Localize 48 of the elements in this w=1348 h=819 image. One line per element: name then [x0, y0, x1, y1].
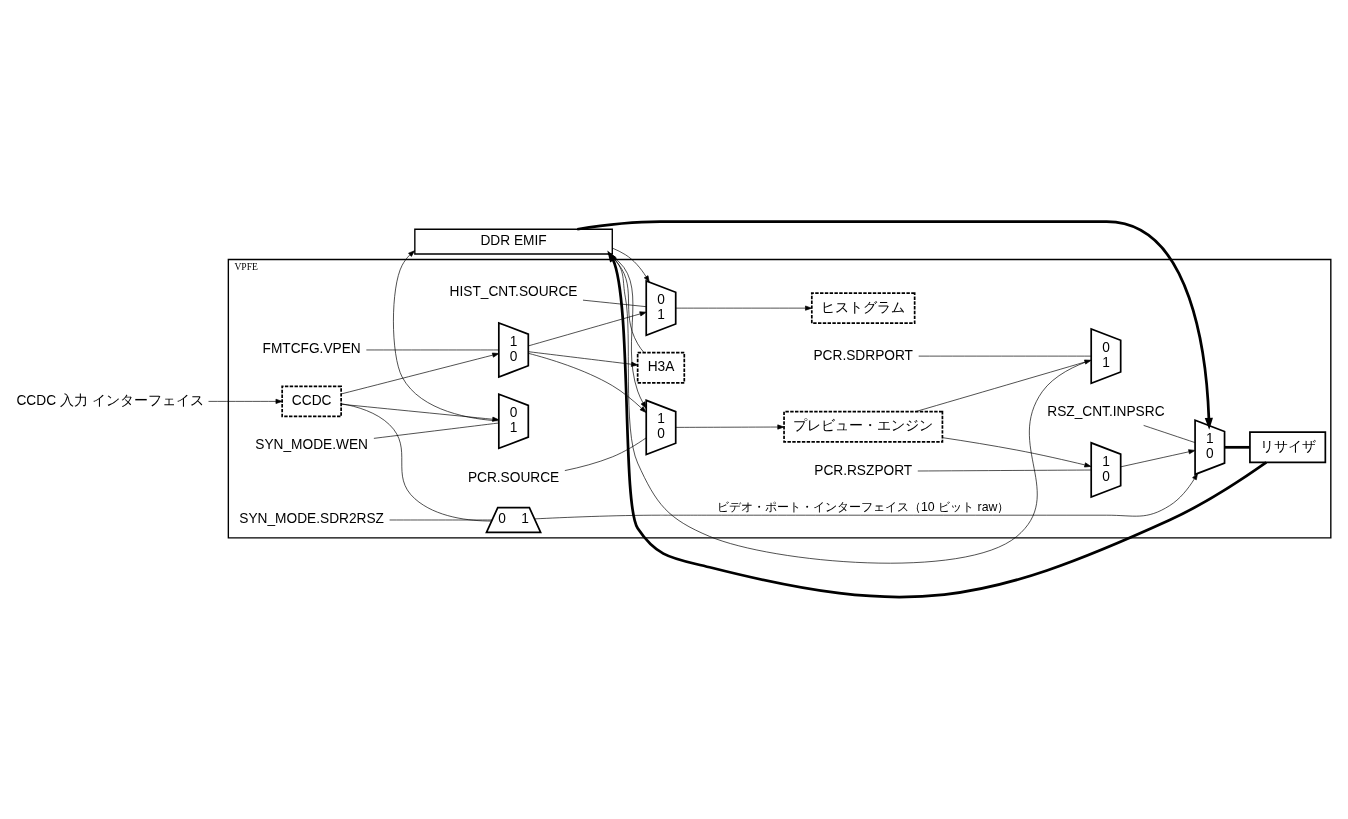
connector [389, 519, 493, 521]
node-box: 1 0 [497, 321, 530, 379]
arrow [340, 403, 500, 422]
node-box: H3A [636, 351, 686, 384]
node-box: プレビュー・エンジン [783, 410, 944, 443]
arrow [528, 353, 647, 413]
node-text: RSZ_CNT.INPSRC [1047, 404, 1165, 420]
connector [917, 469, 1092, 472]
arrow [675, 424, 785, 430]
arrow [528, 351, 638, 367]
arrow [534, 473, 1198, 520]
node-box: CCDC [281, 385, 342, 418]
node-text: HIST_CNT.SOURCE [449, 284, 578, 300]
node-box: 1 0 [1090, 441, 1122, 499]
connector [366, 349, 500, 351]
arrow [942, 437, 1092, 468]
arrow [612, 247, 650, 283]
node-box: ヒストグラム [810, 292, 916, 325]
node-box: 1 0 [645, 399, 677, 456]
edge-label: ビデオ・ポート・インターフェイス（10 ビット raw） [717, 500, 1010, 515]
arrow [675, 305, 812, 311]
arrow [577, 220, 1213, 430]
node-box: 0 1 [645, 279, 677, 337]
arrow [607, 253, 647, 409]
arrow [607, 250, 1268, 599]
node-box: リサイザ [1249, 431, 1327, 464]
node-text: PCR.SOURCE [467, 469, 560, 485]
node-box: 0 1 [497, 392, 530, 450]
node-text: PCR.SDRPORT [813, 347, 913, 363]
connector [1143, 425, 1196, 443]
node-text: PCR.RSZPORT [814, 462, 913, 478]
arrow [1120, 449, 1196, 468]
connector [918, 355, 1092, 357]
arrow [340, 352, 500, 395]
connector [564, 437, 647, 471]
node-text: SYN_MODE.WEN [255, 437, 368, 453]
connector [340, 403, 492, 522]
node-box: DDR EMIF [414, 228, 613, 255]
connector [1224, 445, 1250, 449]
arrow [528, 311, 647, 347]
arrow [393, 250, 499, 422]
node-text: SYN_MODE.SDR2RSZ [239, 511, 384, 527]
node-box: 0 1 [1090, 327, 1122, 385]
arrow [208, 398, 283, 404]
node-text: CCDC 入力 インターフェイス [16, 392, 204, 408]
connector [373, 422, 499, 439]
connector [582, 299, 647, 307]
node-text: FMTCFG.VPEN [262, 341, 361, 357]
